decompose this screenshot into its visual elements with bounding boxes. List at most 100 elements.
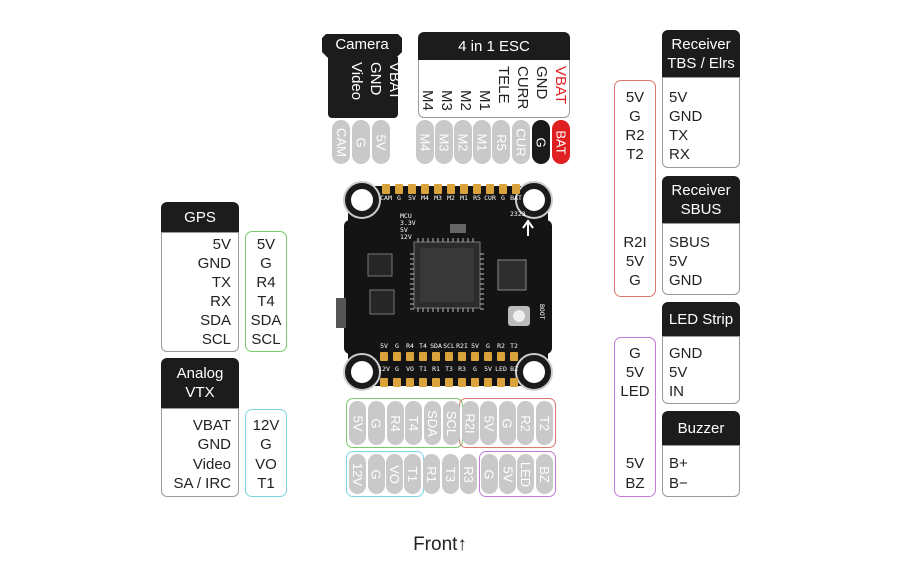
gps-pads-green-frame — [245, 231, 287, 352]
led-strip-5v: 5V — [669, 364, 688, 381]
bottom-pad-t4: T4 — [405, 401, 422, 445]
board-bottom-pad-label-2: BZ — [510, 365, 518, 373]
esc-pad-m2: M2 — [454, 120, 472, 164]
board-bottom-pad — [458, 352, 466, 361]
vtx-label-gnd: GND — [197, 436, 231, 453]
board-bottom-pad-label-2: LED — [495, 365, 507, 373]
board-bottom-pad — [380, 352, 388, 361]
board-top-pad-label: CUR — [484, 194, 496, 202]
camera-title: Camera — [335, 36, 389, 53]
board-bottom-pad-label: R4 — [406, 342, 414, 350]
front-indicator: Front↑ — [413, 534, 467, 555]
board-top-pad — [408, 184, 416, 194]
board-boot-label: BOOT — [538, 304, 546, 320]
receiver-sbus-title: Receiver SBUS — [662, 176, 740, 223]
right-pad-led-g: G — [629, 345, 641, 362]
esc-pad-cur: CUR — [512, 120, 530, 164]
esc-wire-m1: M1 — [476, 90, 493, 111]
board-top-pad — [434, 184, 442, 194]
board-bottom-pad-label-2: G — [473, 365, 477, 373]
right-pad-bz: BZ — [625, 475, 645, 492]
receiver-tbs-tx: TX — [669, 127, 689, 144]
gps-label-5v: 5V — [212, 236, 231, 253]
vtx-label-sa-irc: SA / IRC — [173, 475, 231, 492]
gps-label-rx: RX — [210, 293, 231, 310]
board-top-pad — [447, 184, 455, 194]
board-top-pad — [460, 184, 468, 194]
right-pad-5v: 5V — [625, 89, 645, 106]
board-bottom-pad-label: G — [486, 342, 490, 350]
esc-wire-m2: M2 — [457, 90, 474, 111]
board-bottom-pad-2 — [406, 378, 414, 387]
buzzer-title: Buzzer — [662, 411, 740, 445]
board-top-pad — [512, 184, 520, 194]
vtx-label-video: Video — [192, 456, 231, 473]
board-bottom-pad — [419, 352, 427, 361]
board-bottom-pad — [471, 352, 479, 361]
right-pad-r2: R2 — [625, 127, 645, 144]
board-bottom-pad-2 — [484, 378, 492, 387]
led-strip-in: IN — [669, 383, 684, 400]
receiver-tbs-5v: 5V — [669, 89, 688, 106]
board-chip-label: 3.3V — [400, 219, 416, 227]
led-strip-panel — [662, 336, 740, 404]
board-mark: 2323 — [510, 210, 526, 218]
board-top-pad — [382, 184, 390, 194]
gps-label-tx: TX — [211, 274, 231, 291]
board-bottom-pad-label: 5V — [471, 342, 479, 350]
right-pads-purple-frame — [614, 337, 656, 497]
board-top-pad — [499, 184, 507, 194]
board-bottom-pad-label: G — [395, 342, 399, 350]
receiver-sbus-sbus: SBUS — [669, 234, 710, 251]
led-strip-title: LED Strip — [662, 302, 740, 336]
bottom-pad-12v: 12V — [349, 454, 366, 494]
board-bottom-pad-label: T4 — [419, 342, 427, 350]
bottom-pad-r4: R4 — [387, 401, 404, 445]
gps-panel — [161, 232, 239, 352]
right-pad-led: LED — [620, 383, 650, 400]
bottom-pad-g-2: G — [499, 401, 516, 445]
esc-pad-r5: R5 — [492, 120, 510, 164]
right-pad-bz-5v: 5V — [625, 455, 645, 472]
esc-pad-g: G — [532, 120, 550, 164]
vtx-pad-g: G — [260, 436, 272, 453]
vtx-title-line2: VTX — [185, 384, 215, 401]
bottom-pad-g: G — [368, 401, 385, 445]
bottom-pad-t2: T2 — [536, 401, 553, 445]
camera-wire-vbat: VBAT — [386, 62, 403, 101]
gps-label-sda: SDA — [200, 312, 231, 329]
esc-wire-tele: TELE — [495, 66, 512, 104]
board-top-pad-label: M1 — [460, 194, 468, 202]
esc-wire-box — [418, 60, 570, 118]
bottom-pad-led: LED — [517, 454, 534, 494]
board-top-pad-label: M3 — [434, 194, 442, 202]
board-bottom-pad-label: 5V — [380, 342, 388, 350]
board-top-pad — [421, 184, 429, 194]
board-bottom-pad-2 — [432, 378, 440, 387]
bottom-pad-sda: SDA — [424, 401, 441, 445]
led-strip-gnd: GND — [669, 345, 703, 362]
mount-hole-bl — [343, 353, 381, 391]
board-chip-label: MCU — [400, 212, 412, 220]
bottom-pad-5v-3: 5V — [499, 454, 516, 494]
bottom-pad-5v: 5V — [349, 401, 366, 445]
board-chip-label: 5V — [400, 226, 408, 234]
esc-pad-m1: M1 — [473, 120, 491, 164]
board-bottom-pad-2 — [497, 378, 505, 387]
board-top-pad — [395, 184, 403, 194]
bottom-pad-t1: T1 — [404, 454, 421, 494]
bottom-pad-5v-2: 5V — [480, 401, 497, 445]
board-bottom-pad-label: SCL — [443, 342, 455, 350]
receiver-tbs-panel — [662, 77, 740, 168]
camera-connector-icon — [322, 34, 402, 58]
vtx-title-line1: Analog — [176, 365, 224, 382]
receiver-tbs-title: Receiver TBS / Elrs — [662, 30, 740, 77]
esc-wire-m4: M4 — [419, 90, 436, 111]
board-top-pad-label: CAM — [380, 194, 392, 202]
mount-hole-tl — [343, 181, 381, 219]
board-bottom-pad — [393, 352, 401, 361]
camera-wire-gnd: GND — [367, 62, 384, 96]
esc-pad-bat: BAT — [552, 120, 570, 164]
